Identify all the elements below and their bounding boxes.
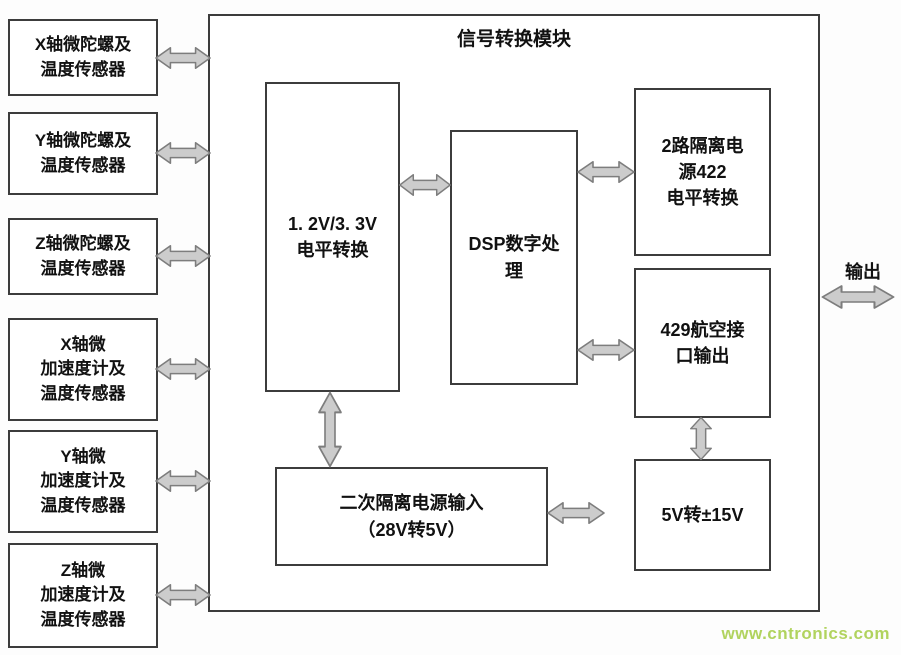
arrow-z-gyro-to-module xyxy=(154,242,212,270)
arrow-levelshift-dsp xyxy=(398,171,452,199)
output-label: 输出 xyxy=(845,262,881,282)
block-5v-to-15v: 5V转±15V xyxy=(634,459,771,571)
sensor-y-gyro: Y轴微陀螺及 温度传感器 xyxy=(8,112,158,195)
arrow-x-accel-to-module xyxy=(154,355,212,383)
arrow-y-accel-to-module xyxy=(154,467,212,495)
arrow-dsp-iso422 xyxy=(576,158,636,186)
arrow-429-15v xyxy=(687,416,715,461)
sensor-x-accel: X轴微 加速度计及 温度传感器 xyxy=(8,318,158,421)
sensor-x-gyro: X轴微陀螺及 温度传感器 xyxy=(8,19,158,96)
arrow-secondary-15v xyxy=(546,499,606,527)
arrow-y-gyro-to-module xyxy=(154,139,212,167)
arrow-z-accel-to-module xyxy=(154,581,212,609)
arrow-levelshift-secondary xyxy=(315,390,345,469)
sensor-y-accel: Y轴微 加速度计及 温度传感器 xyxy=(8,430,158,533)
sensor-z-gyro: Z轴微陀螺及 温度传感器 xyxy=(8,218,158,295)
watermark-text: www.cntronics.com xyxy=(721,624,890,643)
arrow-module-output xyxy=(820,282,896,312)
diagram-title: 信号转换模块 xyxy=(456,29,571,50)
block-secondary-power: 二次隔离电源输入 （28V转5V） xyxy=(275,467,548,566)
arrow-dsp-429 xyxy=(576,336,636,364)
block-iso-power-422: 2路隔离电 源422 电平转换 xyxy=(634,88,771,256)
block-dsp: DSP数字处 理 xyxy=(450,130,578,385)
block-429-output: 429航空接 口输出 xyxy=(634,268,771,418)
sensor-z-accel: Z轴微 加速度计及 温度传感器 xyxy=(8,543,158,648)
arrow-x-gyro-to-module xyxy=(154,44,212,72)
block-level-shift: 1. 2V/3. 3V 电平转换 xyxy=(265,82,400,392)
